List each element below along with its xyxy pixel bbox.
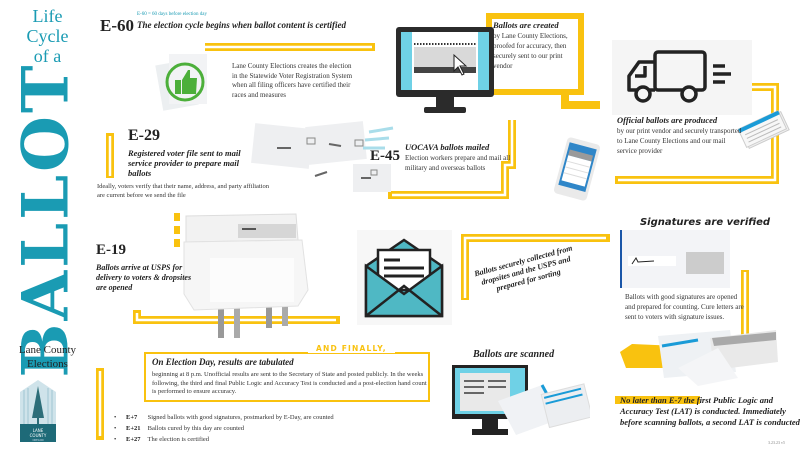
- ballots-created-description: by Lane County Elections, proofed for ac…: [493, 32, 568, 70]
- post-election-milestones: E+7 Signed ballots with good signatures,…: [112, 412, 412, 445]
- e19-title: Ballots arrive at USPS for delivery to v…: [96, 263, 192, 292]
- milestone-text: Ballots cured by this day are counted: [147, 425, 245, 432]
- org-name: Lane County Elections: [0, 343, 95, 371]
- milestone-code: E+7: [126, 414, 138, 421]
- finally-box: [144, 352, 430, 402]
- e60-code: E-60: [100, 16, 134, 35]
- e60-title: The election cycle begins when ballot co…: [137, 20, 346, 30]
- signatures-verified-title: Signatures are verified: [639, 217, 771, 228]
- path-created: [561, 95, 600, 109]
- tablet-ballot-icon: [553, 137, 601, 201]
- official-ballots-title: Official ballots are produced: [617, 115, 718, 125]
- official-ballots-description: by our print vendor and securely transpo…: [617, 127, 742, 155]
- monitor-ballot-design-icon: [396, 27, 494, 113]
- truck-icon: [627, 50, 731, 103]
- milestone-code: E+27: [126, 436, 141, 443]
- tree-icon: [32, 386, 44, 418]
- e29-description: Ideally, voters verify that their name, …: [97, 183, 270, 199]
- return-envelopes-icon: [620, 330, 778, 386]
- e29-title: Registered voter file sent to mail servi…: [128, 148, 241, 178]
- ballots-created-box: Ballots are created by Lane County Elect…: [493, 20, 577, 88]
- e29-code: E-29: [128, 127, 160, 144]
- svg-text:LANE: LANE: [33, 428, 44, 433]
- election-day-title: On Election Day, results are tabulated: [152, 357, 294, 367]
- e45-title: UOCAVA ballots mailed: [405, 142, 490, 152]
- scanning-monitor-icon: [452, 365, 590, 435]
- e60-note: E-60 = 60 days before election day: [137, 12, 208, 17]
- ballot-slot: [242, 228, 256, 230]
- cursor-icon: [453, 53, 468, 76]
- title-line-1: Life: [32, 6, 63, 26]
- ballot-stack-icon: [737, 110, 790, 150]
- title-line-3: of a: [33, 46, 62, 66]
- version-label: 3.23.23 v5: [768, 440, 785, 445]
- ballots-created-title: Ballots are created: [493, 20, 559, 30]
- org-name-line-2: Elections: [27, 358, 68, 370]
- e60-description: Lane County Elections creates the electi…: [232, 62, 353, 99]
- signatures-verified-description: Ballots with good signatures are opened …: [625, 293, 744, 321]
- milestone-text: Signed ballots with good signatures, pos…: [147, 414, 334, 421]
- open-envelope-icon: [364, 238, 444, 318]
- signature-card-icon: [620, 230, 730, 288]
- svg-text:OREGON: OREGON: [32, 438, 43, 442]
- mailed-envelopes-icon: [251, 121, 394, 192]
- ballots-scanned-title: Ballots are scanned: [473, 349, 555, 360]
- e19-code: E-19: [96, 242, 126, 258]
- finally-label: AND FINALLY,: [308, 344, 395, 353]
- milestone-item: E+21 Ballots cured by this day are count…: [112, 423, 412, 434]
- milestone-item: E+7 Signed ballots with good signatures,…: [112, 412, 412, 423]
- e45-code: E-45: [370, 148, 400, 164]
- logic-accuracy-test-text: No later than E-7 the first Public Logic…: [620, 395, 800, 427]
- official-ballots-block: Official ballots are produced by our pri…: [617, 115, 747, 156]
- ballot-dropbox-icon: [183, 213, 309, 338]
- milestone-item: E+27 The election is certified: [112, 434, 412, 445]
- e45-description: Election workers prepare and mail all mi…: [405, 154, 511, 172]
- title-line-2: Cycle: [26, 26, 69, 46]
- svg-text:COUNTY: COUNTY: [30, 433, 47, 438]
- milestone-code: E+21: [126, 425, 141, 432]
- milestone-text: The election is certified: [147, 436, 210, 443]
- org-name-line-1: Lane County: [18, 344, 77, 356]
- thumbs-up-document-icon: [155, 54, 207, 111]
- signature-icon: [631, 257, 655, 265]
- election-day-description: beginning at 8 p.m. Unofficial results a…: [152, 371, 427, 395]
- title-life-cycle: Life Cycle of a: [0, 6, 95, 66]
- lane-county-logo: LANE COUNTY OREGON: [20, 380, 56, 442]
